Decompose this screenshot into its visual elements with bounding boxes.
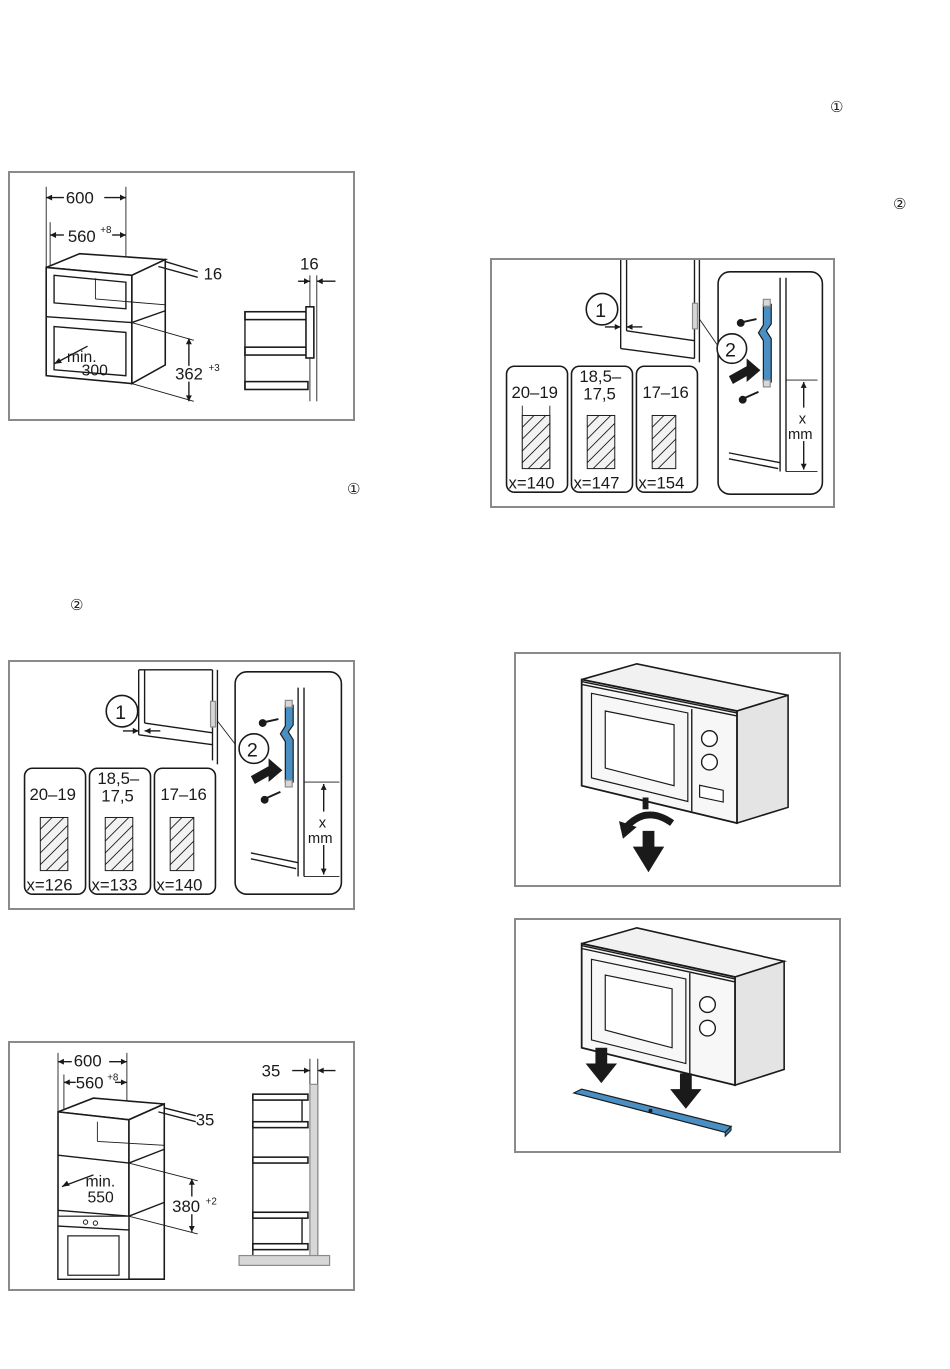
mm-label: mm bbox=[788, 427, 813, 443]
dim-side-thickness: 35 bbox=[262, 1061, 281, 1080]
col1-x-value: x=140 bbox=[509, 473, 555, 492]
col2-x-value: x=147 bbox=[573, 473, 619, 492]
dim-width-inner-tolerance: +8 bbox=[100, 225, 112, 236]
dim-thickness: 35 bbox=[196, 1111, 215, 1130]
step-marker-1: ① bbox=[347, 482, 360, 497]
col2-header-line1: 18,5– bbox=[97, 769, 140, 788]
col3-x-value: x=154 bbox=[638, 473, 684, 492]
col1-header: 20–19 bbox=[29, 785, 76, 804]
dim-width-inner-tolerance: +8 bbox=[107, 1072, 119, 1083]
figure-microwave-unscrew bbox=[514, 652, 841, 887]
figure-cabinet-dimensions-35: 600 560 +8 35 min. 550 380 bbox=[8, 1041, 355, 1291]
figure-bracket-mounting-a: 1 2 x mm 20–19 x=140 18,5– bbox=[490, 258, 835, 508]
col3-header: 17–16 bbox=[160, 785, 207, 804]
dim-height-tolerance: +2 bbox=[206, 1196, 217, 1207]
dim-height-tolerance: +3 bbox=[209, 363, 221, 374]
col2-x-value: x=133 bbox=[91, 875, 137, 894]
cabinet-dimension-drawing: 600 560 +8 35 min. 550 380 bbox=[10, 1043, 353, 1289]
dim-side-thickness: 16 bbox=[300, 254, 319, 273]
col1-x-value: x=126 bbox=[27, 875, 73, 894]
step-marker-1: ① bbox=[830, 100, 843, 115]
callout-1: 1 bbox=[115, 702, 126, 724]
microwave-rail-drawing bbox=[516, 920, 839, 1151]
col1-header: 20–19 bbox=[511, 383, 558, 402]
dim-width-inner: 560 bbox=[76, 1073, 104, 1092]
dim-thickness: 16 bbox=[204, 264, 223, 283]
col2-header-line2: 17,5 bbox=[583, 385, 616, 404]
step-marker-2: ② bbox=[893, 197, 906, 212]
x-label: x bbox=[799, 411, 807, 427]
mm-label: mm bbox=[308, 831, 333, 847]
dim-depth: 550 bbox=[88, 1189, 115, 1206]
dim-width-outer: 600 bbox=[66, 189, 94, 208]
figure-microwave-rail bbox=[514, 918, 841, 1153]
figure-cabinet-dimensions-16: 600 560 +8 16 min. 300 362 bbox=[8, 171, 355, 421]
x-label: x bbox=[319, 815, 327, 831]
bracket-mounting-drawing: 1 2 x mm 20–19 x=126 18,5– 17,5 x bbox=[10, 662, 353, 908]
dim-width-inner: 560 bbox=[68, 227, 96, 246]
col2-header-line1: 18,5– bbox=[579, 367, 622, 386]
cabinet-dimension-drawing: 600 560 +8 16 min. 300 362 bbox=[10, 173, 353, 419]
dim-min-label: min. bbox=[86, 1174, 116, 1191]
col3-header: 17–16 bbox=[642, 383, 689, 402]
bracket-mounting-drawing: 1 2 x mm 20–19 x=140 18,5– bbox=[492, 260, 833, 506]
col2-header-line2: 17,5 bbox=[101, 787, 134, 806]
figure-bracket-mounting-b: 1 2 x mm 20–19 x=126 18,5– 17,5 x bbox=[8, 660, 355, 910]
step-marker-2: ② bbox=[70, 598, 83, 613]
dim-height: 380 bbox=[172, 1197, 200, 1216]
callout-1: 1 bbox=[595, 300, 606, 322]
dim-depth: 300 bbox=[82, 363, 109, 380]
dim-width-outer: 600 bbox=[74, 1052, 102, 1071]
callout-2: 2 bbox=[247, 739, 258, 761]
callout-2: 2 bbox=[725, 339, 736, 361]
dim-height: 362 bbox=[175, 365, 203, 384]
col3-x-value: x=140 bbox=[156, 875, 202, 894]
microwave-unscrew-drawing bbox=[516, 654, 839, 885]
